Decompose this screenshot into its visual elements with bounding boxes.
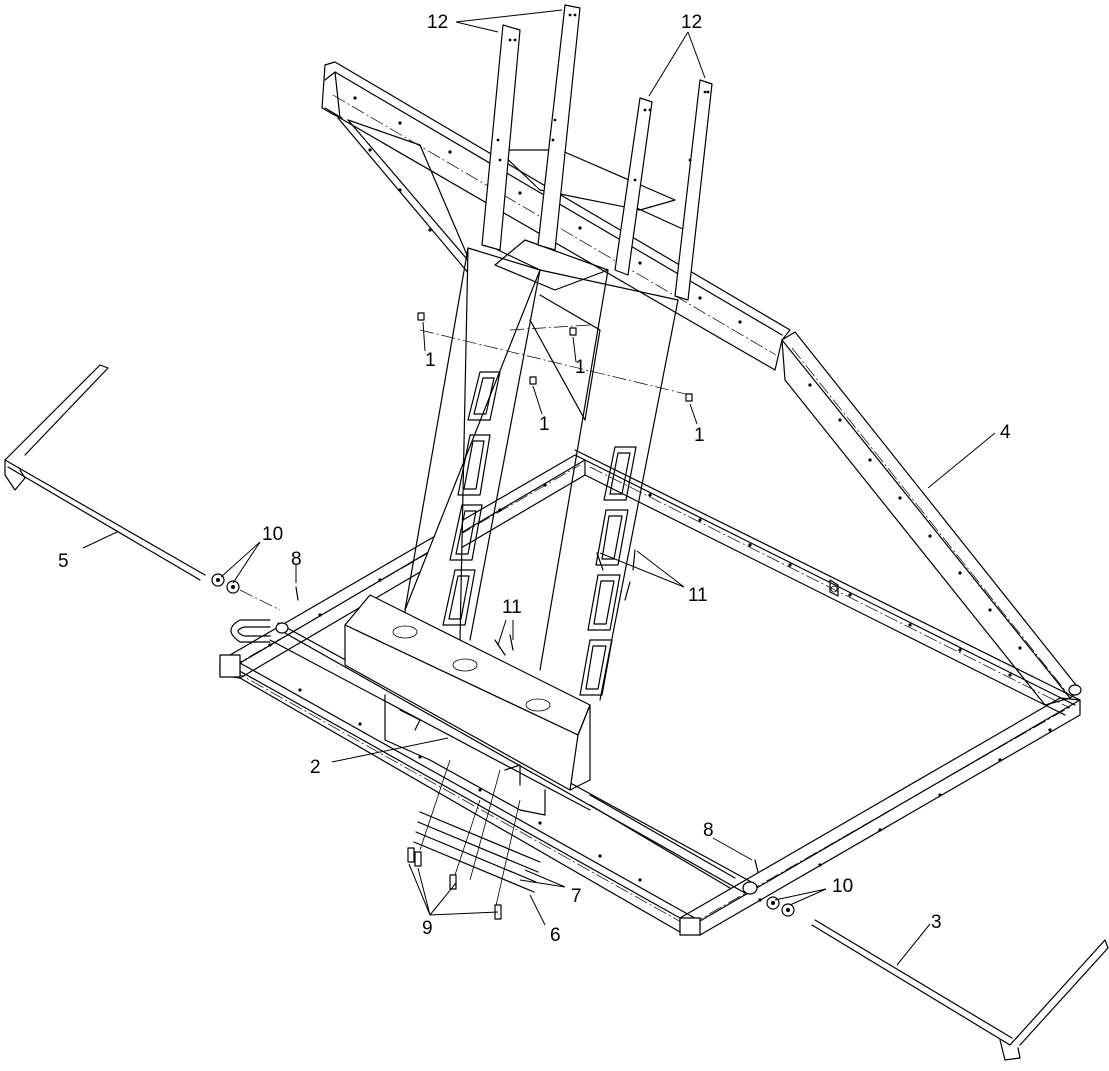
callout-1-b: 1	[575, 357, 586, 378]
callout-10-left: 10	[262, 524, 283, 545]
top-beam	[321, 61, 791, 371]
diagonal-support	[781, 331, 1082, 706]
callout-labels: 12 12 1 1 1 1 4 5 10 8 11 11 2 8 10 3 7 …	[58, 12, 1011, 946]
callout-3: 3	[931, 912, 942, 933]
hitch-channel	[344, 594, 591, 816]
leader-lines	[82, 9, 996, 966]
callout-1-d: 1	[694, 425, 705, 446]
callout-8-right: 8	[703, 820, 714, 841]
callout-12-right: 12	[681, 12, 702, 33]
callout-1-a: 1	[425, 350, 436, 371]
upright-extensions	[481, 4, 713, 301]
callout-5: 5	[58, 551, 69, 572]
callout-6: 6	[550, 925, 561, 946]
callout-2: 2	[310, 757, 321, 778]
callout-7: 7	[571, 886, 582, 907]
callout-4: 4	[1000, 422, 1011, 443]
ladder-upright-right	[539, 269, 679, 701]
callout-1-c: 1	[539, 414, 550, 435]
pin-left	[4, 364, 299, 611]
callout-12-left: 12	[427, 12, 448, 33]
callout-10-right: 10	[832, 876, 853, 897]
base-frame	[219, 449, 1081, 936]
small-hardware	[417, 312, 693, 656]
callout-11-right: 11	[688, 585, 708, 606]
pin-right	[754, 859, 1109, 1061]
callout-8-left: 8	[291, 549, 302, 570]
callout-11-left: 11	[502, 597, 522, 618]
callout-9: 9	[422, 918, 433, 939]
